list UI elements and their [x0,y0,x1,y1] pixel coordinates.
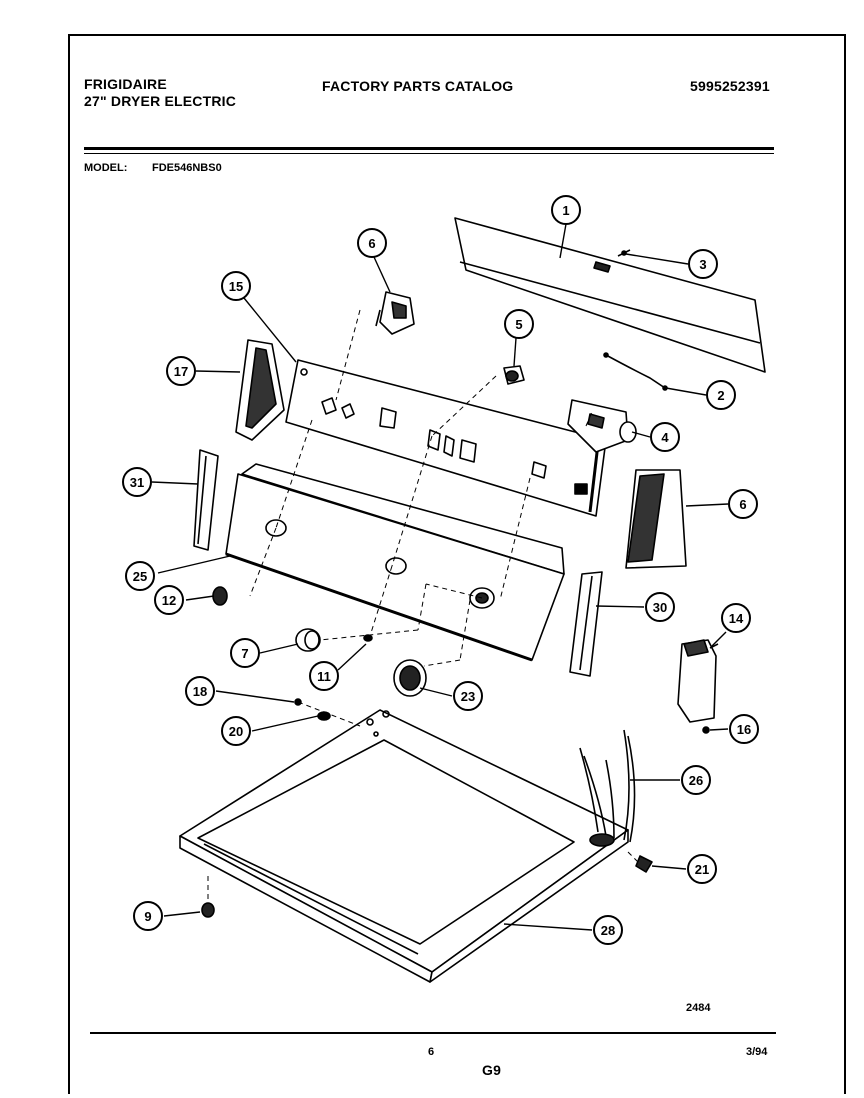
callout-3: 3 [688,249,718,279]
part-clip-11 [363,634,373,642]
callout-1-label: 1 [562,203,569,218]
model-label: MODEL: [84,162,128,174]
callout-14: 14 [721,603,751,633]
callout-23-label: 23 [461,689,475,704]
callout-26-label: 26 [689,773,703,788]
part-screw-3 [617,249,631,257]
callout-16-label: 16 [737,722,751,737]
part-control-panel [285,359,607,517]
callout-4-label: 4 [661,430,669,445]
brand-name: FRIGIDAIRE [84,76,167,92]
footer-rule [90,1032,776,1034]
part-console-25 [225,463,565,662]
product-name: 27" DRYER ELECTRIC [84,93,237,109]
part-terminal-block [677,639,719,734]
part-rear-panel [454,217,766,373]
part-trim-left-31 [193,449,219,551]
page-number: 6 [428,1046,435,1058]
part-trim-right-30 [569,571,603,677]
drawing-number: 2484 [686,1002,711,1014]
callout-7: 7 [230,638,260,668]
callout-23: 23 [453,681,483,711]
callout-16: 16 [729,714,759,744]
callout-12-label: 12 [162,593,176,608]
callout-6-right: 6 [728,489,758,519]
model-number: FDE546NBS0 [152,162,222,174]
callout-15-label: 15 [229,279,243,294]
part-endcap-right-6 [625,469,687,569]
callout-17: 17 [166,356,196,386]
callout-12: 12 [154,585,184,615]
assembly-lines [207,309,641,902]
header-rule-thin [84,153,774,154]
callout-20-label: 20 [229,724,243,739]
callout-26: 26 [681,765,711,795]
section-code: G9 [482,1062,502,1078]
part-lamp-12 [212,586,228,606]
part-callouts: 1 2 3 4 5 6 6 7 9 11 12 14 15 16 17 18 2… [122,195,759,945]
callout-21-label: 21 [695,862,709,877]
part-endcap-left-17 [235,339,285,441]
callout-18: 18 [185,676,215,706]
callout-4: 4 [650,422,680,452]
callout-28-label: 28 [601,923,615,938]
callout-21: 21 [687,854,717,884]
callout-30: 30 [645,592,675,622]
callout-28: 28 [593,915,623,945]
callout-2: 2 [706,380,736,410]
part-top-28 [179,709,629,983]
callout-15: 15 [221,271,251,301]
callout-6-right-label: 6 [739,497,746,512]
callout-18-label: 18 [193,684,207,699]
part-switch-6-top [375,291,415,335]
revision-date: 3/94 [746,1046,768,1058]
callout-1: 1 [551,195,581,225]
callout-9: 9 [133,901,163,931]
catalog-title: FACTORY PARTS CATALOG [322,78,514,94]
leader-lines [151,223,729,931]
part-knob-5 [503,365,525,385]
part-wire-2 [603,352,668,391]
callout-5-label: 5 [515,317,522,332]
callout-25-label: 25 [133,569,147,584]
part-wires-26 [579,729,636,847]
part-knob-23 [393,659,427,697]
callout-20: 20 [221,716,251,746]
part-foot-9 [201,902,215,918]
catalog-number: 5995252391 [690,78,770,94]
callout-9-label: 9 [144,909,151,924]
callout-25: 25 [125,561,155,591]
part-knob-7 [295,628,321,652]
callout-2-label: 2 [717,388,724,403]
callout-11-label: 11 [317,669,331,684]
callout-6-top-label: 6 [368,236,375,251]
callout-31: 31 [122,467,152,497]
callout-5: 5 [504,309,534,339]
callout-14-label: 14 [729,611,744,626]
callout-6-top: 6 [357,228,387,258]
page-frame [68,34,846,1094]
part-timer-4 [567,399,637,453]
callout-31-label: 31 [130,475,144,490]
part-strain-relief-21 [635,855,653,873]
callout-11: 11 [309,661,339,691]
callout-17-label: 17 [174,364,188,379]
header-rule-thick [84,147,774,150]
callout-7-label: 7 [241,646,248,661]
callout-30-label: 30 [653,600,667,615]
callout-3-label: 3 [699,257,706,272]
